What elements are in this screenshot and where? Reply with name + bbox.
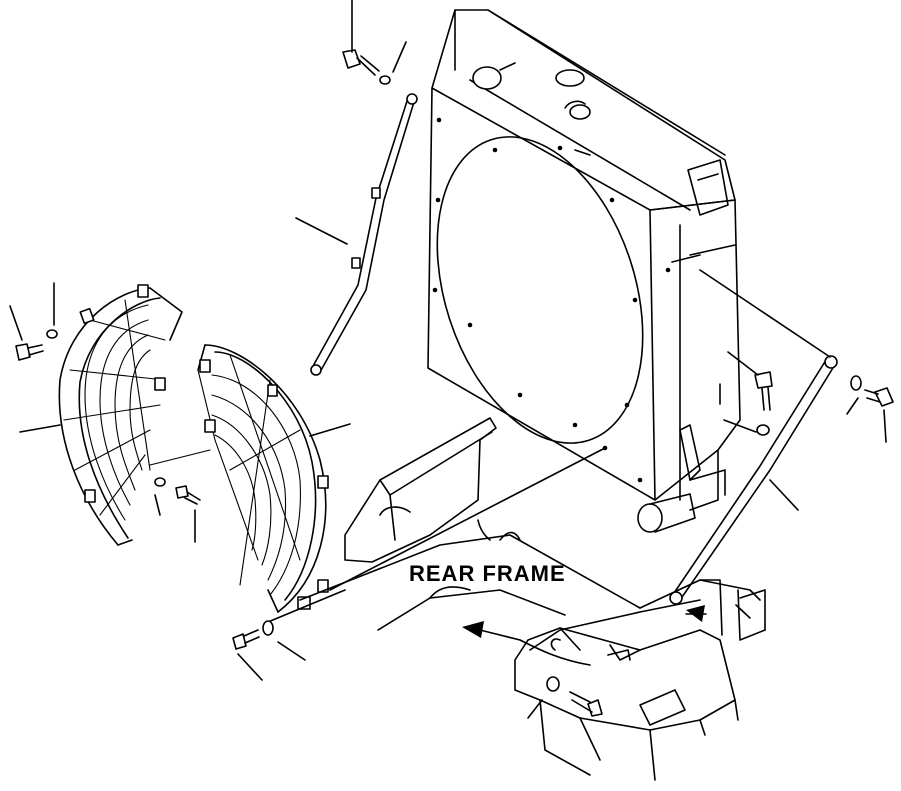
bolt-icon — [15, 343, 44, 361]
washer-icon — [850, 375, 862, 391]
radiator-stay-right — [669, 355, 838, 605]
bolt-icon — [569, 691, 603, 717]
bolt-icon — [754, 371, 773, 411]
direction-arrow-frame — [685, 605, 707, 622]
rear-frame-label: REAR FRAME — [409, 561, 566, 586]
washer-icon — [154, 477, 166, 487]
bolt-icon — [864, 387, 894, 407]
bolts-and-washers — [15, 49, 894, 717]
washer-icon — [46, 329, 58, 339]
washer-icon — [379, 75, 391, 85]
fan-guard-outer — [58, 284, 183, 546]
bolt-icon — [232, 629, 260, 650]
radiator-stay-left — [310, 93, 418, 376]
washer-icon — [262, 620, 274, 636]
bolt-icon — [175, 485, 201, 505]
direction-arrow-forward — [462, 621, 521, 641]
washer-icon — [546, 676, 560, 692]
bolt-icon — [342, 49, 380, 76]
radiator-assembly — [427, 9, 741, 533]
fan-guard-inner — [149, 344, 329, 613]
leader-lines — [9, 0, 887, 719]
washer-icon — [756, 424, 770, 436]
